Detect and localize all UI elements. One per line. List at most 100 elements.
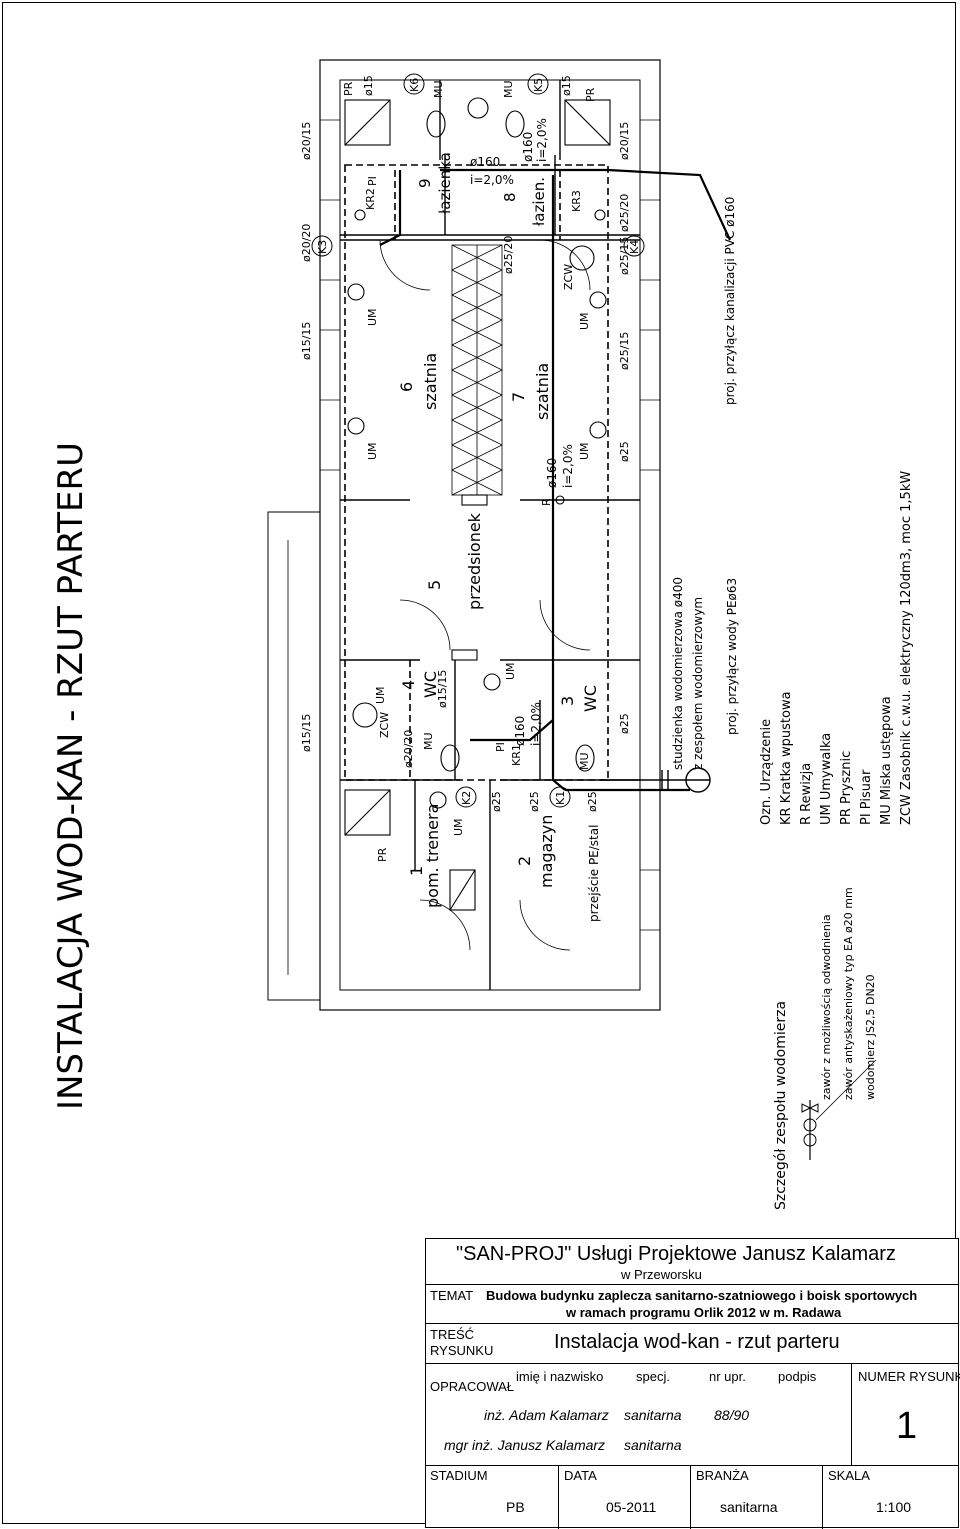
room-name: przedsionek: [465, 512, 484, 610]
meter-detail: Szczegół zespołu wodomierza zawór z możl…: [773, 887, 877, 1210]
date-value: 05-2011: [606, 1499, 657, 1515]
svg-text:UM: UM: [366, 442, 379, 460]
well-note: studzienka wodomierzowa ø400: [671, 577, 685, 770]
pipe-size: ø25: [618, 713, 631, 734]
company-city: w Przeworsku: [621, 1267, 702, 1282]
room-name: łazienka: [436, 152, 454, 214]
drain-slope: i=2,0%: [535, 118, 549, 162]
legend-header: Ozn. Urządzenie: [759, 719, 774, 825]
pipe-size: ø15/15: [300, 714, 313, 752]
water-supply-lines: [344, 164, 609, 781]
partitions: [340, 80, 640, 990]
svg-text:MU: MU: [432, 80, 445, 98]
room-name: szatnia: [421, 353, 440, 410]
legend-item: KR Kratka wpustowa: [779, 691, 794, 825]
legend-item: R Rewizja: [799, 763, 814, 825]
pipe-size: ø25: [528, 791, 541, 812]
svg-text:PI: PI: [366, 176, 379, 186]
svg-text:UM: UM: [374, 686, 387, 704]
svg-text:UM: UM: [504, 662, 517, 680]
svg-text:PR: PR: [584, 87, 597, 102]
svg-text:UM: UM: [366, 308, 379, 326]
col-name-header: imię i nazwisko: [516, 1369, 604, 1384]
page-title: INSTALACJA WOD-KAN - RZUT PARTERU: [51, 442, 91, 1110]
pipe-size: ø15/15: [436, 670, 449, 708]
col-spec-header: specj.: [636, 1369, 670, 1384]
svg-text:R: R: [540, 498, 553, 506]
svg-text:ZCW: ZCW: [562, 264, 575, 290]
room-name: WC: [581, 685, 600, 712]
svg-text:MU: MU: [422, 732, 435, 750]
tresc-label: TREŚĆ: [430, 1327, 475, 1342]
water-note: proj. przyłącz wody PEø63: [725, 578, 739, 735]
svg-text:UM: UM: [452, 818, 465, 836]
meter-detail-title: Szczegół zespołu wodomierza: [773, 1001, 789, 1210]
legend-item: ZCW Zasobnik c.w.u. elektryczny 120dm3, …: [899, 471, 914, 825]
room-name: łazien.: [530, 177, 548, 226]
pipe-size: ø15/15: [300, 322, 313, 360]
drain-slope: i=2,0%: [529, 702, 543, 746]
pipe-size-labels: ø20/15 ø20/20 ø15/15 ø15/15 ø20/15 ø25/2…: [300, 75, 631, 812]
drain-slope: i=2,0%: [470, 173, 514, 187]
pipe-size: ø25: [490, 791, 503, 812]
node-label: K4: [628, 240, 641, 254]
room-number: 9: [416, 178, 434, 188]
room-number: 8: [501, 192, 519, 202]
node-label: K3: [316, 240, 329, 254]
branch-value: sanitarna: [720, 1499, 778, 1515]
drawing-content: Instalacja wod-kan - rzut parteru: [554, 1331, 840, 1353]
legend: Ozn. Urządzenie KR Kratka wpustowa R Rew…: [759, 471, 914, 825]
door-swings: [379, 239, 591, 951]
temat-line-1: Budowa budynku zaplecza sanitarno-szatni…: [486, 1288, 918, 1303]
stadium-value: PB: [506, 1499, 525, 1515]
pipe-size: ø25/15: [618, 237, 631, 275]
passage-label: przejście PE/stal: [587, 825, 601, 922]
room-number: 1: [407, 866, 426, 876]
svg-text:KR1: KR1: [510, 744, 523, 766]
svg-text:ZCW: ZCW: [378, 712, 391, 738]
drain-diameter: ø160: [513, 716, 527, 746]
room-number: 5: [425, 580, 444, 590]
col-sign-header: podpis: [778, 1369, 817, 1384]
room-name: pom. trenera: [423, 804, 442, 908]
svg-text:UM: UM: [578, 312, 591, 330]
svg-text:MU: MU: [502, 80, 515, 98]
scale-label: SKALA: [828, 1468, 870, 1483]
node-labels: K1 K2 K3 K4 K5 K6: [316, 78, 641, 805]
drawing-number-label: NUMER RYSUNKU: [858, 1369, 960, 1384]
pipe-size: ø25: [618, 441, 631, 462]
well-note: z zespołem wodomierzowym: [691, 597, 705, 770]
node-label: K5: [532, 78, 545, 92]
tresc-label: RYSUNKU: [430, 1343, 494, 1358]
pipe-size: ø25/15: [618, 332, 631, 370]
person-1-name: inż. Adam Kalamarz: [484, 1407, 609, 1423]
room-labels: 1 pom. trenera 2 magazyn 3 WC 4 WC 5 prz…: [397, 152, 600, 908]
node-markers: [311, 73, 645, 808]
room-name: magazyn: [537, 815, 556, 888]
room-number: 4: [399, 680, 418, 690]
pipe-size: ø15: [560, 75, 573, 96]
node-label: K1: [554, 791, 567, 805]
drain-slope: i=2,0%: [561, 444, 575, 488]
svg-text:KR2: KR2: [364, 188, 377, 210]
room-number: 7: [509, 392, 528, 402]
fixture-labels: PR PR PR UM UM UM UM UM UM UM MU MU MU M…: [342, 80, 597, 862]
person-2-name: mgr inż. Janusz Kalamarz: [444, 1437, 606, 1453]
person-1-license: 88/90: [714, 1407, 750, 1423]
branch-label: BRANŻA: [696, 1468, 749, 1483]
col-nr-header: nr upr.: [709, 1369, 746, 1384]
company-name: "SAN-PROJ" Usługi Projektowe Janusz Kala…: [456, 1243, 896, 1265]
stadium-label: STADIUM: [430, 1468, 488, 1483]
external-connections: [600, 767, 711, 793]
pipe-size: ø25/20: [618, 194, 631, 232]
legend-item: MU Miska ustępowa: [879, 696, 894, 825]
drain-labels: ø160 i=2,0% ø160 i=2,0% ø160 i=2,0% ø160…: [470, 118, 575, 746]
building-walls: [267, 59, 661, 1011]
svg-text:PR: PR: [342, 81, 355, 96]
pipe-size: ø25: [586, 791, 599, 812]
date-label: DATA: [564, 1468, 597, 1483]
fixtures: [344, 97, 611, 911]
pipe-size: ø20/15: [300, 122, 313, 160]
room-number: 6: [397, 382, 416, 392]
